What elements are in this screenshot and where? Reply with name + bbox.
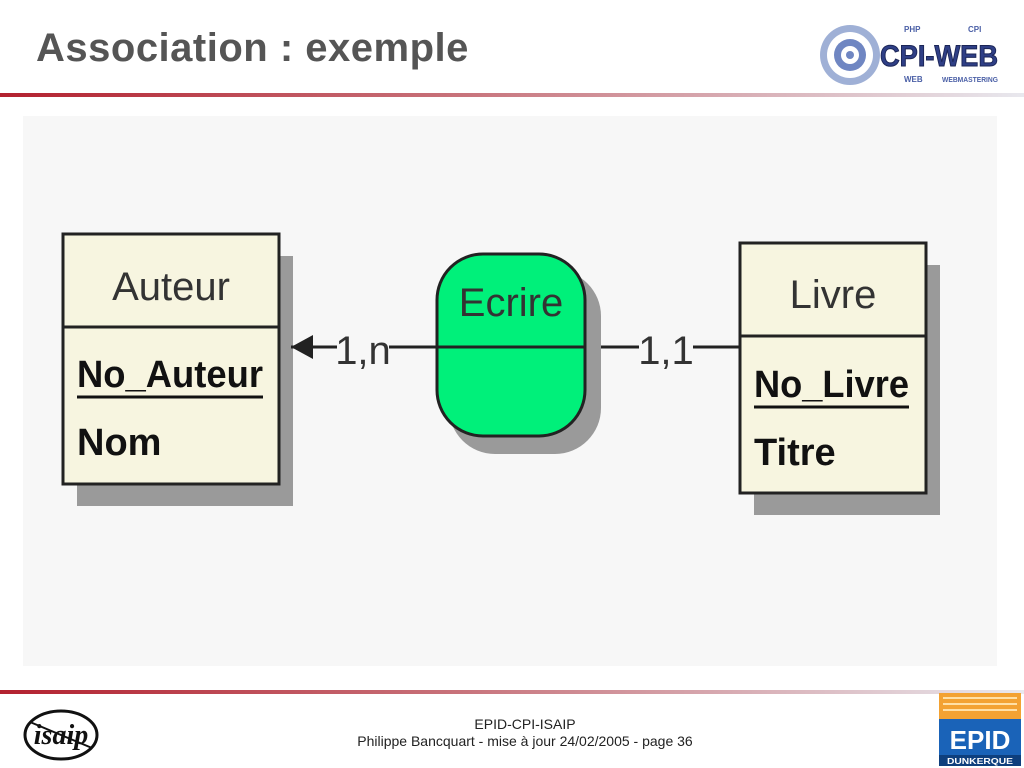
diagram-panel: Auteur No_Auteur Nom Livre No_Livre Titr… <box>23 116 997 666</box>
entity-livre-key: No_Livre <box>754 364 909 406</box>
isaip-logo: isaip <box>23 709 99 761</box>
entity-livre: Livre No_Livre Titre <box>738 241 940 515</box>
entity-auteur-attribute: Nom <box>77 422 161 464</box>
arrowhead-left <box>291 335 313 359</box>
entity-auteur-box <box>61 232 281 486</box>
entity-auteur: Auteur No_Auteur Nom <box>61 232 293 506</box>
cardinality-left: 1,n <box>335 329 391 373</box>
cardinality-right: 1,1 <box>638 329 694 373</box>
footer-rule <box>0 690 1024 694</box>
cpi-tag-webmastering: WEBMASTERING <box>942 77 999 84</box>
entity-livre-attribute: Titre <box>754 432 836 474</box>
association-ecrire-shape <box>435 252 587 438</box>
epid-logo-text: EPID <box>950 725 1011 755</box>
epid-logo: EPID DUNKERQUE <box>939 693 1021 766</box>
entity-auteur-key: No_Auteur <box>77 354 263 396</box>
cpi-tag-web: WEB <box>904 75 923 84</box>
cpi-web-logo: PHP CPI CPI-WEB WEB WEBMASTERING <box>818 22 1000 88</box>
entity-livre-name: Livre <box>790 273 877 317</box>
header-rule <box>0 93 1024 97</box>
cpi-logo-text: CPI-WEB <box>880 40 998 73</box>
slide-title: Association : exemple <box>36 26 469 70</box>
entity-auteur-name: Auteur <box>112 265 230 309</box>
association-ecrire-name: Ecrire <box>459 281 563 325</box>
footer-line-1: EPID-CPI-ISAIP <box>474 716 576 732</box>
footer: EPID-CPI-ISAIP Philippe Bancquart - mise… <box>300 716 750 750</box>
isaip-logo-text: isaip <box>34 720 88 751</box>
entity-livre-box <box>738 241 928 495</box>
cpi-tag-php: PHP <box>904 25 921 34</box>
association-ecrire: Ecrire <box>435 252 601 454</box>
mcd-diagram: Auteur No_Auteur Nom Livre No_Livre Titr… <box>61 232 940 515</box>
epid-logo-subtext: DUNKERQUE <box>947 757 1014 766</box>
footer-line-2: Philippe Bancquart - mise à jour 24/02/2… <box>357 733 693 749</box>
cpi-tag-cpi: CPI <box>968 25 981 34</box>
